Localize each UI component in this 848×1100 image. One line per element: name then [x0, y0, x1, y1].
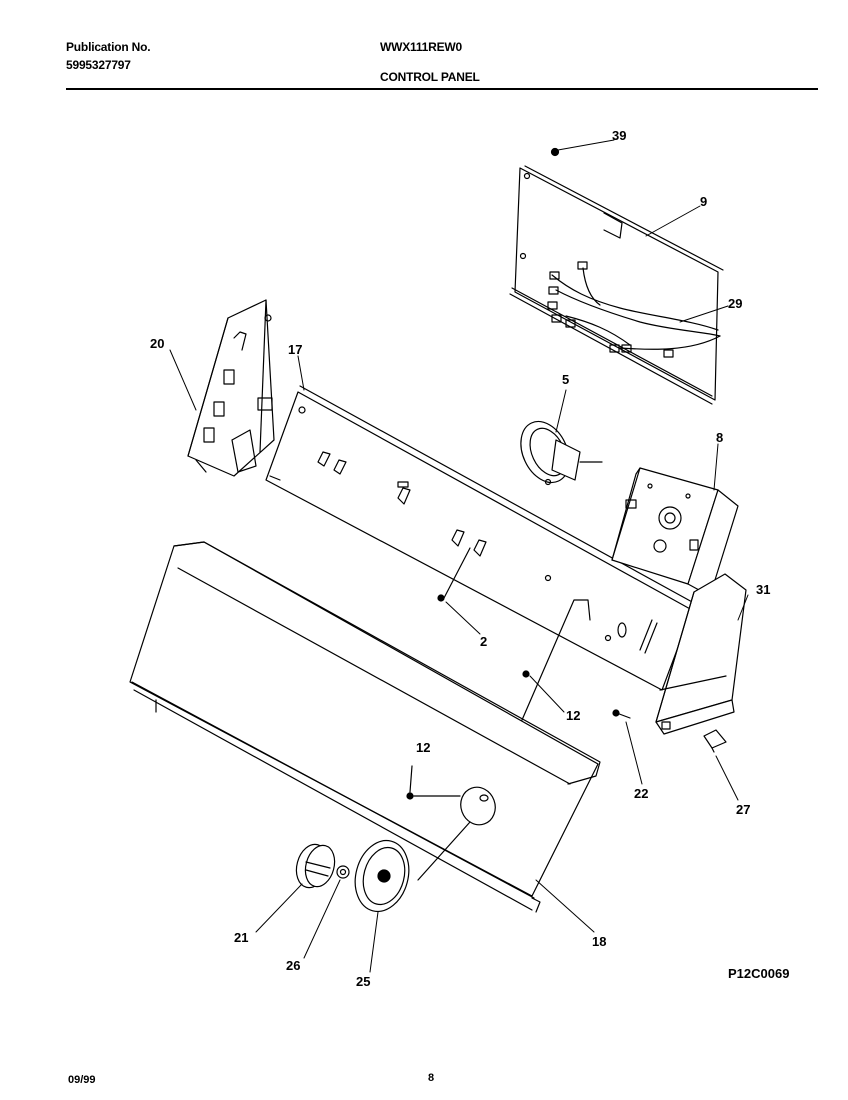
part-12-screw-lower [406, 765, 461, 800]
publication-number: 5995327797 [66, 58, 131, 72]
part-25-dial-skirt [354, 839, 410, 913]
callout-12-upper: 12 [566, 708, 580, 723]
page-number: 8 [428, 1072, 435, 1084]
callout-31: 31 [756, 582, 770, 597]
callout-18: 18 [592, 934, 606, 949]
part-20-end-cap [187, 299, 275, 477]
callout-17: 17 [288, 342, 302, 357]
part-9-rear-panel [509, 165, 724, 405]
callout-22: 22 [634, 786, 648, 801]
callout-9: 9 [700, 194, 707, 209]
callout-29: 29 [728, 296, 742, 311]
callout-21: 21 [234, 930, 248, 945]
part-12-screw-upper [521, 599, 591, 721]
footer-date: 09/99 [68, 1074, 96, 1086]
callout-2: 2 [480, 634, 487, 649]
section-title: CONTROL PANEL [380, 70, 480, 84]
callout-39: 39 [612, 128, 626, 143]
part-5-pressure-switch [520, 420, 603, 486]
part-39-screw [550, 147, 560, 157]
callout-27: 27 [736, 802, 750, 817]
badge-cap [417, 786, 496, 881]
publication-label: Publication No. [66, 40, 151, 54]
callout-25: 25 [356, 974, 370, 989]
part-26-washer [336, 865, 350, 879]
part-2-screw [437, 547, 471, 602]
part-22-screw [612, 709, 631, 719]
part-21-knob [295, 843, 336, 889]
header-rule [66, 88, 818, 90]
model-number: WWX111REW0 [380, 40, 463, 54]
drawing-code: P12C0069 [728, 966, 790, 981]
part-8-timer [611, 467, 739, 597]
callout-20: 20 [150, 336, 164, 351]
part-29-wire-harness [547, 261, 721, 358]
callout-12-lower: 12 [416, 740, 430, 755]
leader-lines [169, 139, 749, 973]
part-31-end-cap [655, 573, 747, 735]
part-27-clip [703, 729, 727, 753]
callout-8: 8 [716, 430, 723, 445]
callout-5: 5 [562, 372, 569, 387]
callout-26: 26 [286, 958, 300, 973]
